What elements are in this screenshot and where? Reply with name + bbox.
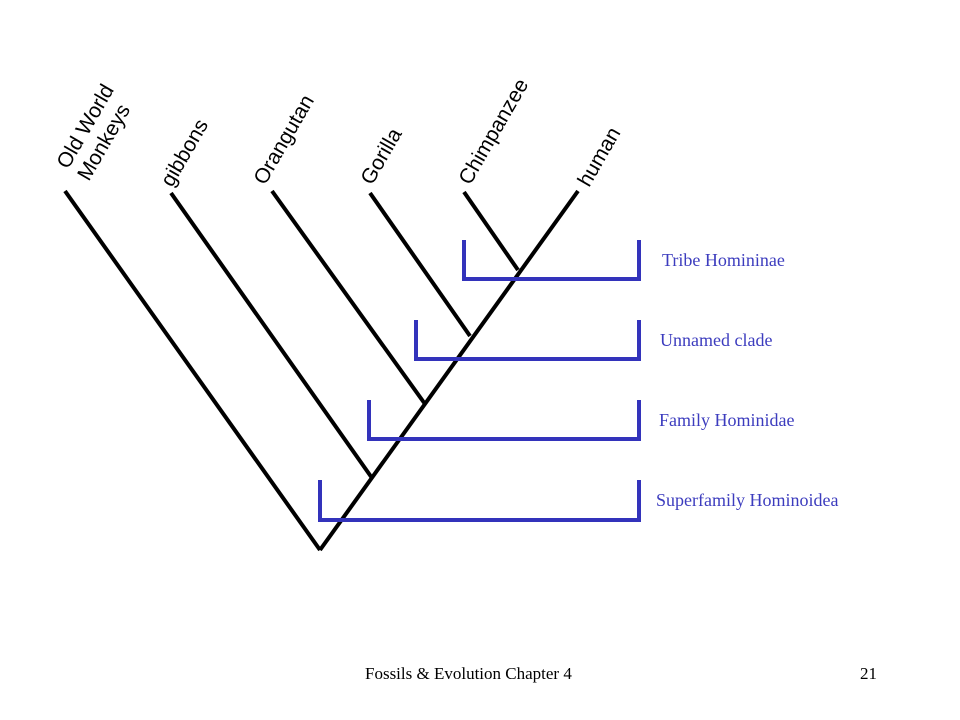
bracket-unnamed-clade (414, 320, 641, 361)
taxon-label-orangutan: Orangutan (249, 91, 319, 188)
branch-gibbons (169, 191, 374, 480)
branch-human (318, 189, 580, 552)
tree-branches (63, 189, 580, 552)
footer-title: Fossils & Evolution Chapter 4 (365, 664, 572, 683)
clade-label-tribe-homininae: Tribe Homininae (662, 250, 785, 270)
branch-gorilla (368, 191, 472, 338)
clade-label-family-hominidae: Family Hominidae (659, 410, 794, 430)
branch-orangutan (270, 189, 427, 406)
branch-old-world-monkeys (63, 189, 322, 552)
page-number: 21 (860, 664, 877, 683)
taxon-label-gibbons: gibbons (156, 115, 213, 190)
taxon-label-chimpanzee: Chimpanzee (454, 75, 533, 189)
bracket-family-hominidae (367, 400, 641, 441)
bracket-superfamily-hominoidea (318, 480, 641, 522)
branch-chimpanzee (462, 190, 520, 272)
clade-label-unnamed-clade: Unnamed clade (660, 330, 772, 350)
taxon-label-human: human (573, 123, 625, 190)
clade-brackets (318, 240, 641, 522)
clade-label-superfamily-hominoidea: Superfamily Hominoidea (656, 490, 838, 510)
bracket-tribe-homininae (462, 240, 641, 281)
taxon-label-gorilla: Gorilla (356, 124, 406, 188)
taxon-label-old-world-monkeys: Old World Monkeys (52, 75, 142, 184)
